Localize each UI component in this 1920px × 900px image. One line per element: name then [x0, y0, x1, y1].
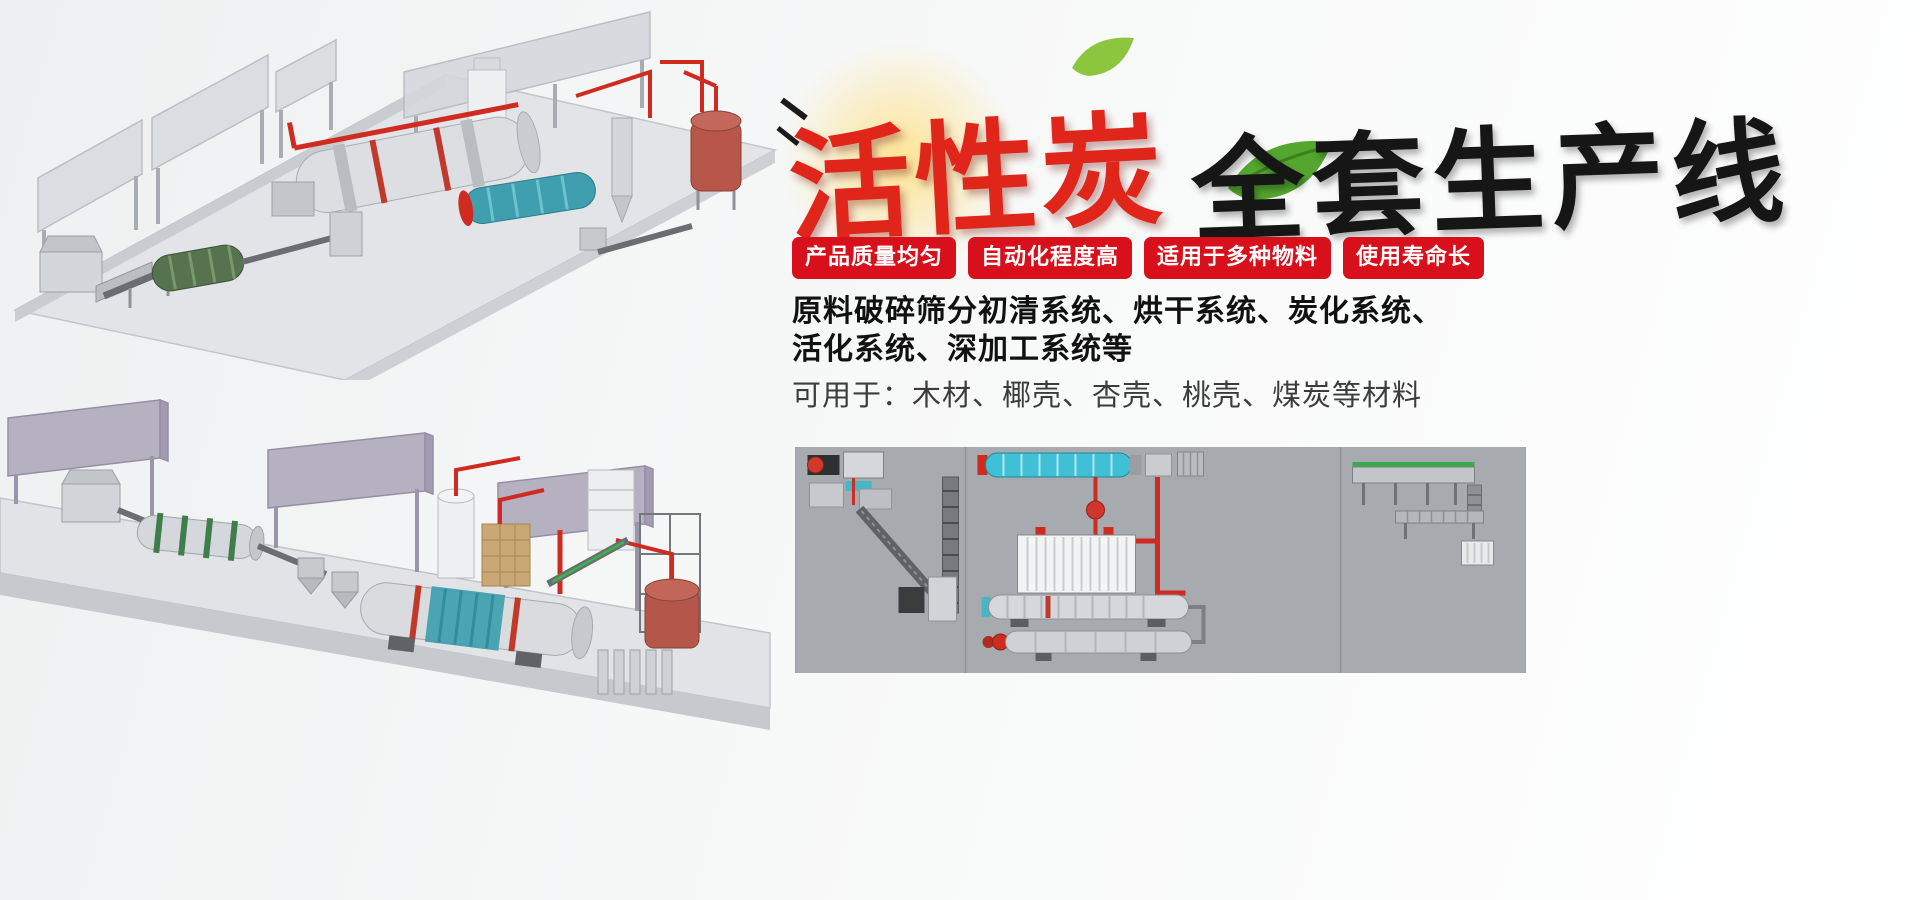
production-line-render-bottom: [0, 398, 771, 730]
cyclone-pipes: [575, 60, 704, 224]
diagram-red-piping: [1086, 477, 1186, 596]
carbonization-vessel: [683, 70, 742, 210]
pipe-rack: [597, 649, 673, 695]
systems-description: 原料破碎筛分初清系统、烘干系统、炭化系统、 活化系统、深加工系统等: [792, 293, 1443, 370]
badge-quality: 产品质量均匀: [792, 237, 957, 279]
diagram-dryer-drum: [977, 451, 1204, 478]
brick-furnace: [481, 523, 531, 587]
badge-lifespan: 使用寿命长: [1343, 237, 1485, 279]
diagram-cooling-drum: [982, 605, 1206, 661]
transfer-conveyor: [241, 235, 333, 265]
badge-automation: 自动化程度高: [968, 237, 1133, 279]
diagram-carbonization-furnace: [981, 594, 1189, 627]
incline-conveyor: [546, 536, 630, 588]
walkway-canopies: [37, 11, 651, 282]
dryer-drum: [287, 102, 541, 213]
hoppers: [296, 557, 360, 609]
layout-diagram: [795, 447, 1526, 673]
right-content: 活性炭 全套生产线 产品质量均匀 自动化程度高 适用于多种物料 使用寿命长 原料…: [760, 0, 1920, 900]
diagram-lower-conveyor: [1395, 510, 1494, 566]
layout-diagram-panel: [795, 447, 1526, 673]
leaf-icon: [1228, 140, 1332, 200]
filter-tower: [587, 469, 635, 551]
diagram-mid-boxes: [898, 576, 957, 622]
burner-box: [271, 181, 315, 217]
speed-marks-icon: [776, 97, 808, 146]
crusher-drum: [151, 244, 245, 292]
diagram-heat-exchanger: [1017, 527, 1136, 594]
feature-badges: 产品质量均匀 自动化程度高 适用于多种物料 使用寿命长: [792, 237, 1485, 279]
badge-materials: 适用于多种物料: [1144, 237, 1332, 279]
systems-line-1: 原料破碎筛分初清系统、烘干系统、炭化系统、: [792, 294, 1443, 329]
platform: [12, 74, 778, 380]
activation-drum: [360, 582, 594, 668]
leaf-icon: [1072, 37, 1134, 76]
production-line-render-top: [12, 11, 778, 380]
cooler-drum: [458, 171, 596, 226]
scrubber-tower: [437, 488, 475, 579]
systems-line-2: 活化系统、深加工系统等: [792, 332, 1133, 368]
diagram-crusher-cluster: [807, 451, 892, 510]
discharge-conveyor: [579, 223, 693, 255]
feeder-hopper: [61, 469, 121, 523]
materials-description: 可用于：木材、椰壳、杏壳、桃壳、煤炭等材料: [792, 378, 1423, 412]
red-vessel: [615, 538, 700, 649]
screening-tower: [329, 211, 363, 257]
red-pipes: [454, 456, 563, 594]
page-title: 活性炭 全套生产线: [785, 80, 1794, 260]
washer-drum: [136, 512, 265, 561]
